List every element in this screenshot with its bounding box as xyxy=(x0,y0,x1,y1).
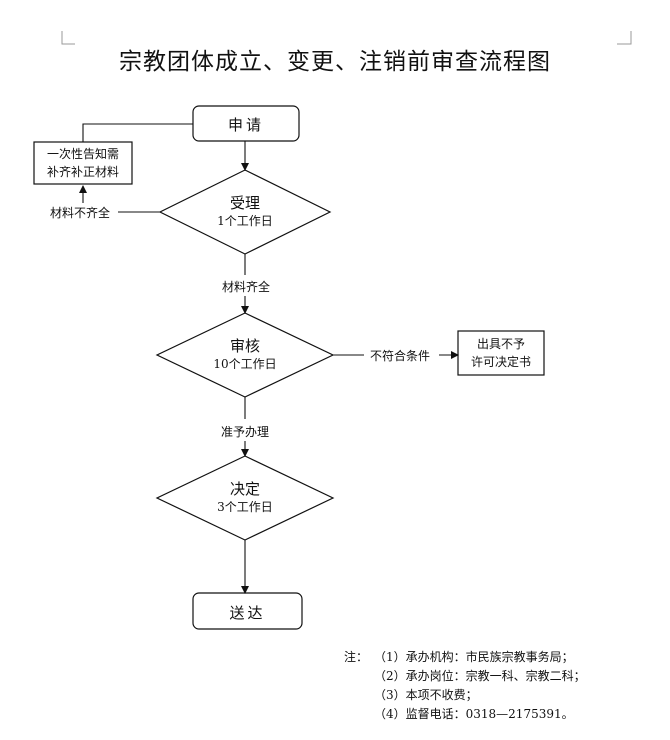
note-item-2: （2）承办岗位：宗教一科、宗教二科； xyxy=(374,669,586,683)
review-label: 审核 10个工作日 xyxy=(180,336,310,372)
edge-apply-supplement xyxy=(82,123,193,142)
deliver-label: 送达 xyxy=(229,604,266,622)
note-line: （4）监督电话：0318—2175391。 xyxy=(344,705,586,724)
not-qualified-label: 不符合条件 xyxy=(370,349,431,363)
note-line: 注： （1）承办机构：市民族宗教事务局； xyxy=(344,648,586,667)
supplement-node xyxy=(33,141,133,185)
accept-label: 受理 1个工作日 xyxy=(180,193,310,229)
corner-marks xyxy=(61,31,632,45)
note-line: （3）本项不收费； xyxy=(344,686,586,705)
decide-label: 决定 3个工作日 xyxy=(180,479,310,515)
supplement-label: 一次性告知需 补齐补正材料 xyxy=(34,145,132,181)
reject-label-line-2: 许可决定书 xyxy=(470,355,531,369)
note-item-3: （3）本项不收费； xyxy=(374,688,478,702)
decide-days: 3个工作日 xyxy=(217,500,273,514)
accept-name: 受理 xyxy=(229,194,260,212)
notes-prefix: 注： xyxy=(344,650,369,664)
note-item-1: （1）承办机构：市民族宗教事务局； xyxy=(374,650,574,664)
review-days: 10个工作日 xyxy=(213,357,277,371)
accept-days: 1个工作日 xyxy=(217,214,273,228)
notes: 注： （1）承办机构：市民族宗教事务局； （2）承办岗位：宗教一科、宗教二科； （… xyxy=(344,648,586,724)
reject-label-line-1: 出具不予 xyxy=(476,337,525,351)
note-item-4: （4）监督电话：0318—2175391。 xyxy=(374,707,574,721)
reject-node xyxy=(457,330,545,376)
decide-name: 决定 xyxy=(229,480,260,498)
apply-label: 申请 xyxy=(227,116,264,134)
supplement-label-line-1: 一次性告知需 xyxy=(46,147,119,161)
note-line: （2）承办岗位：宗教一科、宗教二科； xyxy=(344,667,586,686)
review-name: 审核 xyxy=(229,337,260,355)
reject-label: 出具不予 许可决定书 xyxy=(458,335,544,371)
incomplete-label: 材料不齐全 xyxy=(50,206,111,220)
approved-label: 准予办理 xyxy=(221,425,270,439)
page-title: 宗教团体成立、变更、注销前审查流程图 xyxy=(119,49,551,75)
complete-label: 材料齐全 xyxy=(222,280,271,294)
supplement-label-line-2: 补齐补正材料 xyxy=(46,165,119,179)
